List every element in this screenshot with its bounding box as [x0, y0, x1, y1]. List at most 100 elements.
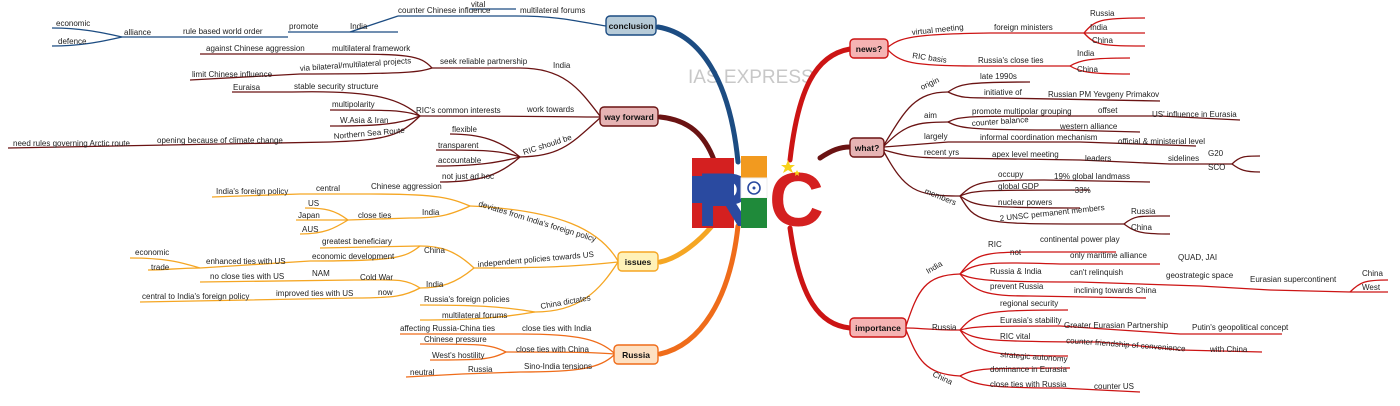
- logo-green-block: [741, 198, 767, 228]
- hub-news-label: news?: [856, 44, 882, 54]
- node-with-china: with China: [1209, 345, 1248, 354]
- node-inclining: inclining towards China: [1074, 286, 1157, 295]
- node-west: West: [1362, 283, 1381, 292]
- node-arctic-rules: need rules governing Arctic route: [13, 139, 131, 148]
- branch-importance: [787, 225, 853, 331]
- hub-russia-label: Russia: [622, 350, 650, 360]
- node-india: India: [422, 208, 440, 217]
- node-informal: informal coordination mechanism: [980, 133, 1098, 142]
- node-multilateral-forums: multilateral forums: [520, 6, 585, 15]
- hub-conclusion-label: conclusion: [609, 21, 654, 31]
- branch-what: [817, 144, 853, 161]
- logo-letter-c: C: [769, 158, 824, 243]
- node-central-india-fp: central to India's foreign policy: [142, 292, 249, 301]
- node-sidelines: sidelines: [1168, 154, 1199, 163]
- node-defence: defence: [58, 37, 87, 46]
- hub-way-forward[interactable]: way forward: [599, 106, 659, 127]
- node-close-ties-russia: close ties with Russia: [990, 380, 1067, 389]
- node-wasia-iran: W.Asia & Iran: [340, 116, 388, 125]
- node-promote: promote: [289, 22, 319, 31]
- node-putin: Putin's geopolitical concept: [1192, 323, 1289, 332]
- node-china: China: [1362, 269, 1383, 278]
- conclusion-subtree: vital multilateral forums counter Chines…: [51, 0, 607, 47]
- hub-russia[interactable]: Russia: [613, 344, 659, 365]
- node-work-towards: work towards: [526, 105, 574, 114]
- node-against-chinese-aggression: against Chinese aggression: [206, 44, 305, 53]
- node-gdp-value: ~33%: [1070, 186, 1091, 195]
- node-continental: continental power play: [1040, 235, 1120, 244]
- center-logo-ric: R C: [692, 156, 824, 243]
- node-india-foreign-policy: India's foreign policy: [216, 187, 288, 196]
- main-branches: [655, 24, 853, 357]
- branch-news: [787, 46, 853, 163]
- hub-conclusion[interactable]: conclusion: [605, 15, 657, 36]
- node-maritime: only maritime alliance: [1070, 251, 1147, 260]
- node-nuclear-powers: nuclear powers: [998, 198, 1052, 207]
- node-close-ties-india: close ties with India: [522, 324, 592, 333]
- node-cant-relinquish: can't relinquish: [1070, 268, 1123, 277]
- ashoka-chakra-icon: [747, 181, 761, 195]
- logo-red-bar-2: [692, 203, 734, 228]
- node-no-close-ties: no close ties with US: [210, 272, 284, 281]
- node-india: India: [553, 61, 571, 70]
- node-counter-chinese-influence: counter Chinese influence: [398, 6, 491, 15]
- node-not: not: [1010, 248, 1022, 257]
- node-sino-india-tensions: Sino-India tensions: [524, 362, 592, 371]
- hub-issues[interactable]: issues: [617, 251, 659, 272]
- logo-blue-bar: [692, 176, 734, 203]
- hub-importance[interactable]: importance: [849, 317, 907, 338]
- node-multilateral-framework: multilateral framework: [332, 44, 411, 53]
- branch-conclusion: [655, 24, 741, 165]
- hub-news[interactable]: news?: [849, 38, 889, 59]
- node-cold-war: Cold War: [360, 273, 393, 282]
- node-russia: Russia: [468, 365, 493, 374]
- node-economic: economic: [56, 19, 90, 28]
- node-chinese-pressure: Chinese pressure: [424, 335, 487, 344]
- node-dominance: dominance in Eurasia: [990, 365, 1067, 374]
- issues-subtree: deviates from India's foreign policy Chi…: [129, 182, 619, 321]
- node-euraisa: Euraisa: [233, 83, 261, 92]
- branch-issues: [657, 223, 715, 265]
- watermark: IAS EXPRESS: [688, 67, 814, 88]
- node-stable-security: stable security structure: [294, 82, 379, 91]
- star-icon-small: [794, 170, 800, 176]
- node-west-hostility: West's hostility: [432, 351, 485, 360]
- node-india: India: [925, 259, 945, 276]
- logo-saffron-block: [741, 156, 767, 178]
- node-g20: G20: [1208, 149, 1224, 158]
- node-japan: Japan: [298, 211, 320, 220]
- node-aim: aim: [924, 111, 937, 120]
- node-close-ties-china: close ties with China: [516, 345, 589, 354]
- node-ric-vital: RIC vital: [1000, 332, 1030, 341]
- node-eurasia-stability: Eurasia's stability: [1000, 316, 1062, 325]
- node-sco: SCO: [1208, 163, 1225, 172]
- node-china-2: China: [931, 370, 954, 387]
- node-counter-friendship: counter friendship of convenience: [1066, 336, 1187, 353]
- branch-way-forward: [657, 114, 717, 163]
- node-nam: NAM: [312, 269, 330, 278]
- node-india-2: India: [1077, 49, 1095, 58]
- russia-subtree: close ties with India affecting Russia-C…: [400, 324, 615, 378]
- node-occupy: occupy: [998, 170, 1023, 179]
- hub-what[interactable]: what?: [849, 137, 885, 158]
- node-now: now: [378, 288, 393, 297]
- node-late-1990s: late 1990s: [980, 72, 1017, 81]
- hub-importance-label: importance: [855, 323, 901, 333]
- importance-subtree: India RIC continental power play not onl…: [905, 235, 1389, 393]
- hub-issues-label: issues: [625, 257, 652, 267]
- news-subtree: virtual meeting foreign ministers Russia…: [887, 9, 1146, 75]
- node-recent-yrs: recent yrs: [924, 148, 959, 157]
- node-official: official & ministerial level: [1118, 137, 1205, 146]
- node-greatest-beneficiary: greatest beneficiary: [322, 237, 392, 246]
- node-offset: offset: [1098, 106, 1118, 115]
- node-common-interests: RIC's common interests: [416, 106, 501, 115]
- node-members: members: [923, 187, 957, 208]
- node-strategic-autonomy: strategic autonomy: [1000, 350, 1068, 364]
- node-trade: trade: [151, 263, 170, 272]
- node-largely: largely: [924, 132, 948, 141]
- node-us: US: [308, 199, 319, 208]
- node-ric: RIC: [988, 240, 1002, 249]
- node-alliance: alliance: [124, 28, 152, 37]
- node-landmass: 19% global landmass: [1054, 172, 1130, 181]
